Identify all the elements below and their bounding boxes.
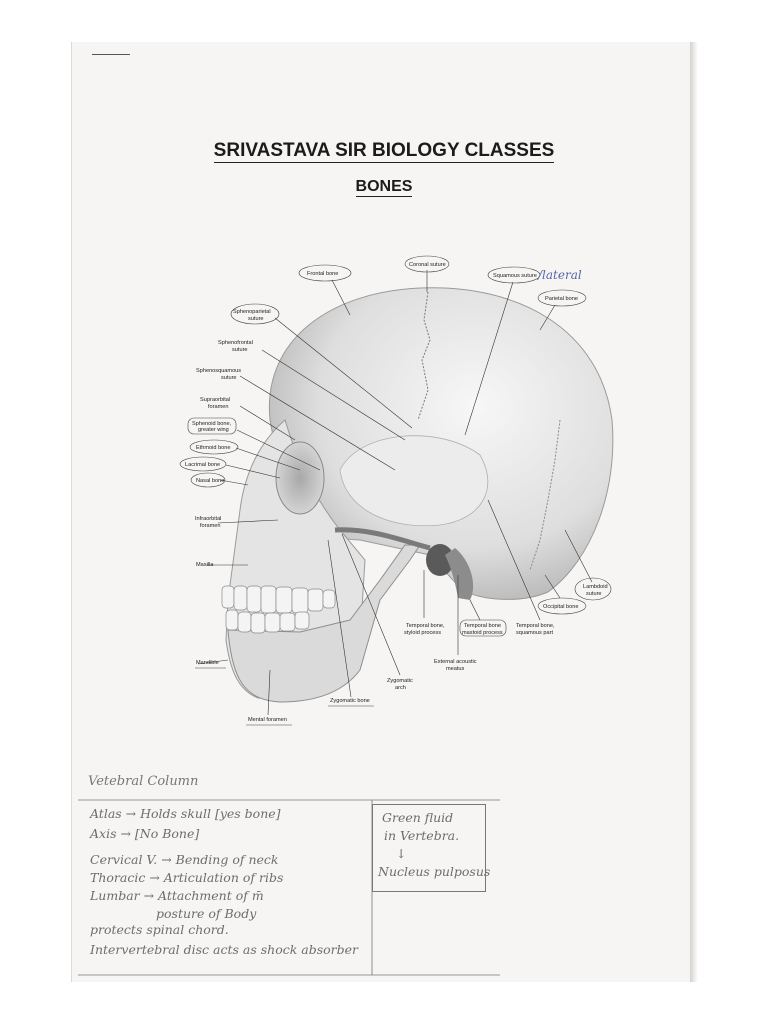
label-sphenofrontal-2: suture [232,347,248,353]
label-zygomatic-arch-2: arch [395,685,406,691]
orbit [275,441,325,515]
box-line-green-fluid: Green fluid [382,810,454,825]
label-eam-2: meatus [446,666,465,672]
label-zygomatic-bone: Zygomatic bone [330,698,370,704]
teeth [221,585,336,634]
note-line-protects: protects spinal chord. [90,922,229,937]
label-maxilla: Maxilla [196,562,214,568]
label-sphenosquamous: Sphenosquamous [196,368,241,374]
handwritten-lateral: /lateral [537,268,582,282]
label-mastoid-2: mastoid process [462,630,503,636]
coronal-suture-circle [404,255,450,273]
parietal-bone-circle [537,289,587,307]
mandible-shape [227,544,421,703]
note-line-disc: Intervertebral disc acts as shock absorb… [90,942,359,957]
label-squamous-suture: Squamous suture [493,273,537,279]
label-nasal: Nasal bone [196,478,224,484]
mastoid-box [459,619,507,637]
label-squamous-part: Temporal bone, [516,623,555,629]
occipital-circle [537,597,587,615]
label-parietal-bone: Parietal bone [545,296,578,302]
page-title: SRIVASTAVA SIR BIOLOGY CLASSES [213,140,555,163]
frontal-bone-circle [298,264,352,282]
label-supraorbital-2: foramen [208,404,229,410]
note-line-posture: posture of Body [156,906,257,921]
label-ethmoid: Ethmoid bone [196,445,231,451]
label-supraorbital: Supraorbital [200,397,230,403]
pen-mark [92,54,130,55]
lambdoid-circle [574,577,612,601]
sphenoparietal-circle [230,303,280,325]
note-line-lumbar: Lumbar → Attachment of m̄ [90,888,264,903]
temporal-fossa [339,435,489,527]
ethmoid-circle [189,439,239,455]
sphenoid-box [187,417,237,435]
note-line-axis: Axis → [No Bone] [90,826,200,841]
label-lambdoid-2: suture [586,591,602,597]
squamous-suture-circle [487,266,541,284]
label-sphenoparietal-2: suture [248,316,264,322]
ear-canal [426,544,454,576]
page-subtitle: BONES [355,178,413,197]
label-mental-foramen: Mental foramen [248,717,287,723]
note-line-thoracic: Thoracic → Articulation of ribs [90,870,284,885]
label-lambdoid: Lambdoid [583,584,608,590]
label-eam: External acoustic [434,659,477,665]
label-styloid-2: styloid process [404,630,441,636]
paper-edge-shadow [690,42,698,982]
box-line-nucleus: Nucleus pulposus [378,864,491,879]
nasal-circle [190,472,226,488]
label-squamous-part-2: squamous part [516,630,553,636]
vertebral-column-heading: Vetebral Column [88,774,199,789]
note-line-cervical: Cervical V. → Bending of neck [90,852,279,867]
label-coronal-suture: Coronal suture [409,262,446,268]
label-infraorbital: Infraorbital [195,516,221,522]
coronal-suture-line [417,291,431,421]
label-mandible: Mandible [196,660,219,666]
nucleus-note-box [372,804,486,892]
label-frontal-bone: Frontal bone [307,271,338,277]
label-zygomatic-arch: Zygomatic [387,678,413,684]
mastoid-shape [445,548,474,600]
lacrimal-circle [179,456,227,472]
label-sphenoparietal: Sphenoparietal [233,309,271,315]
box-arrow-icon: ↓ [396,846,407,861]
label-sphenosquamous-2: suture [221,375,237,381]
box-line-in-vertebra: in Vertebra. [384,828,460,843]
label-mastoid: Temporal bone [464,623,501,629]
label-sphenofrontal: Sphenofrontal [218,340,253,346]
label-lacrimal: Lacrimal bone [185,462,220,468]
label-styloid: Temporal bone, [406,623,445,629]
label-occipital: Occipital bone [543,604,578,610]
zygomatic-arch-shape [334,527,431,551]
label-sphenoid: Sphenoid bone, [192,421,232,427]
note-line-atlas: Atlas → Holds skull [yes bone] [90,806,281,821]
leader-lines [197,270,593,716]
label-sphenoid-2: greater wing [198,427,229,433]
lambdoid-suture-line [529,419,561,571]
label-infraorbital-2: foramen [200,523,221,529]
